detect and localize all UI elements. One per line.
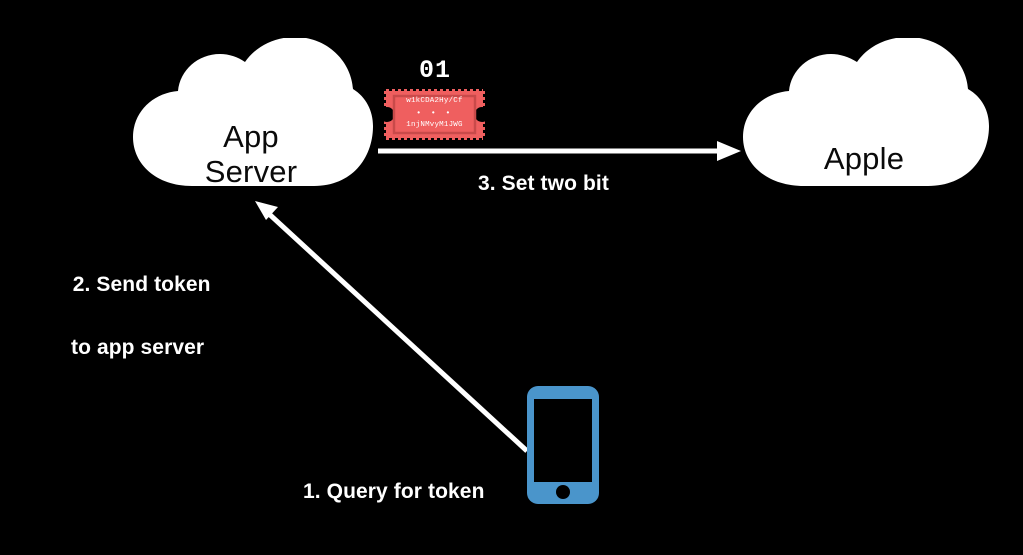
step-label-2-line1: 2. Send token	[72, 272, 211, 296]
step-label-2-line2: to app server	[71, 335, 205, 359]
cloud-shape-app-server	[133, 38, 373, 186]
token-graphic: 01	[378, 56, 492, 148]
step-label-3: 3. Set two bit	[478, 172, 609, 195]
node-apple[interactable]: Apple	[738, 38, 990, 188]
node-device-phone[interactable]	[527, 386, 599, 504]
smartphone-icon	[527, 386, 599, 504]
step-label-2: 2. Send token to app server	[49, 237, 211, 426]
token-code-label: 01	[418, 56, 451, 85]
arrow-device-to-app-server	[255, 201, 529, 453]
ticket-icon: w1kCDA2Hy/Cf • • • 1njNMvyM1JWG	[384, 89, 485, 140]
ticket-shape	[384, 89, 485, 140]
step-label-1: 1. Query for token	[303, 480, 485, 503]
cloud-shape-apple	[743, 38, 989, 186]
node-app-server[interactable]: App Server	[128, 38, 374, 189]
